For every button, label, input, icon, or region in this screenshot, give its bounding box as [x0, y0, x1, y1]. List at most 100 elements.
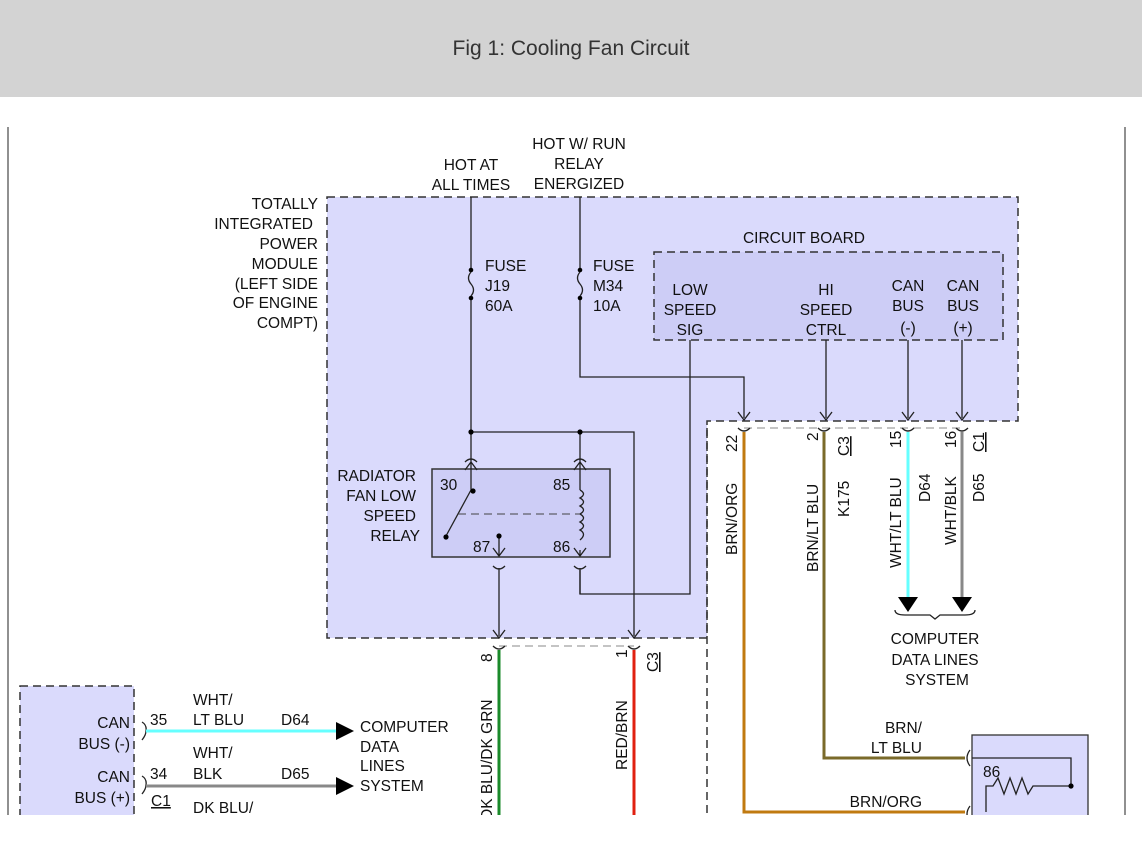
diagram-label: 60A	[485, 298, 513, 315]
circuit-board-labels: LOW SPEED SIG HI SPEED CTRL CAN BUS (-) CAN BUS…	[664, 278, 980, 339]
diagram-label: ALL TIMES	[432, 177, 510, 194]
connector-arrows	[492, 411, 969, 640]
left-module-labels: CAN BUS (-) CAN BUS (+) 35 34 C1 WHT/LT BLU…	[74, 692, 448, 817]
diagram-label: DK BLU/	[193, 800, 254, 817]
diagram-label: WHT/LT BLU	[888, 477, 905, 568]
diagram-label: D64	[281, 712, 310, 729]
diagram-label: DK BLU/DK GRN	[479, 699, 496, 820]
relay-internals	[443, 429, 635, 636]
diagram-label: D65	[971, 474, 988, 502]
diagram-label: WHT/	[193, 692, 233, 709]
diagram-label: CAN	[947, 278, 980, 295]
junction-dot	[1068, 783, 1074, 789]
diagram-label: 34	[150, 766, 168, 783]
diagram-label: BUS (-)	[78, 736, 130, 753]
diagram-label: CAN	[97, 715, 130, 732]
diagram-label: LT BLU	[193, 712, 244, 729]
diagram-label: LOW	[672, 282, 708, 299]
right-module-internals	[966, 749, 1072, 823]
wire-brn-org	[742, 432, 965, 814]
left-connector-shells	[141, 721, 147, 795]
diagram-label: DATA	[360, 739, 400, 756]
connector-dividers	[499, 427, 962, 647]
bottom-crop	[0, 815, 1142, 854]
diagram-label: DATA LINES	[891, 652, 978, 669]
diagram-label: C1	[151, 793, 171, 810]
diagram-label: 10A	[593, 298, 621, 315]
figure-header: Fig 1: Cooling Fan Circuit	[0, 0, 1142, 97]
diagram-label: (LEFT SIDE	[235, 276, 318, 293]
diagram-label: 86	[983, 764, 1000, 781]
diagram-label: 16	[943, 431, 960, 448]
board-wires	[579, 340, 963, 595]
fuse-m34: FUSE M34 10A	[576, 197, 745, 418]
diagram-label: SIG	[677, 322, 704, 339]
left-data-arrows	[336, 722, 354, 795]
diagram-label: FUSE	[593, 258, 634, 275]
diagram-label: SYSTEM	[905, 672, 969, 689]
diagram-label: 22	[724, 435, 741, 452]
diagram-label: C3	[836, 436, 853, 456]
diagram-label: (-)	[900, 320, 916, 337]
diagram-label: ENERGIZED	[534, 176, 624, 193]
diagram-label: COMPT)	[257, 315, 318, 332]
circuit-board-title: CIRCUIT BOARD	[743, 230, 865, 247]
relay-label: RADIATOR FAN LOW SPEED RELAY	[337, 468, 420, 545]
diagram-label: HI	[818, 282, 834, 299]
diagram-label: (+)	[953, 320, 972, 337]
diagram-label: BUS (+)	[74, 790, 130, 807]
diagram-label: RELAY	[554, 156, 604, 173]
diagram-label: BRN/	[885, 720, 923, 737]
left-module-box	[19, 685, 135, 827]
wire-brn-lt-blu	[822, 432, 965, 760]
diagram-label: BRN/LT BLU	[805, 484, 822, 572]
diagram-label: 15	[888, 431, 905, 448]
diagram-label: SPEED	[363, 508, 416, 525]
diagram-label: SPEED	[664, 302, 717, 319]
diagram-label: HOT W/ RUN	[532, 136, 626, 153]
figure-title: Fig 1: Cooling Fan Circuit	[452, 36, 690, 60]
diagram-label: C3	[645, 652, 662, 672]
diagram-label: POWER	[259, 236, 318, 253]
diagram-label: HOT AT	[444, 157, 499, 174]
diagram-label: CTRL	[806, 322, 847, 339]
right-module-labels: 86 BRN/LT BLU BRN/ORG	[850, 720, 1001, 811]
connector-shells	[492, 427, 969, 650]
diagram-label: C1	[971, 432, 988, 452]
diagram-label: SPEED	[800, 302, 853, 319]
diagram-label: LINES	[360, 758, 405, 775]
diagram-label: 30	[440, 477, 458, 494]
diagram-label: K175	[836, 481, 853, 517]
diagram-label: BUS	[947, 298, 979, 315]
diagram-label: WHT/	[193, 745, 233, 762]
diagram-label: TOTALLY	[252, 196, 318, 213]
diagram-label: 87	[473, 539, 490, 556]
diagram-label: LT BLU	[871, 740, 922, 757]
diagram-label: CAN	[892, 278, 925, 295]
diagram-label: BRN/ORG	[850, 794, 922, 811]
diagram-label: BRN/ORG	[724, 483, 741, 555]
diagram-label: OF ENGINE	[233, 295, 318, 312]
diagram-label: BUS	[892, 298, 924, 315]
diagram-label: WHT/BLK	[943, 475, 960, 545]
diagram-label: 2	[805, 432, 822, 441]
diagram-label: D65	[281, 766, 309, 783]
data-lines-brace	[894, 609, 976, 620]
diagram-label: CAN	[97, 769, 130, 786]
diagram-label: 86	[553, 539, 570, 556]
diagram-label: M34	[593, 278, 624, 295]
diagram-label: FAN LOW	[346, 488, 416, 505]
diagram-label: BLK	[193, 766, 223, 783]
diagram-label: INTEGRATED	[214, 216, 313, 233]
wire-labels-vertical: 22 BRN/ORG 2 BRN/LT BLU C3 K175 15 WHT/L…	[479, 431, 988, 820]
diagram-label: RELAY	[370, 528, 420, 545]
diagram-label: SYSTEM	[360, 778, 424, 795]
diagram-label: RADIATOR	[337, 468, 416, 485]
diagram-label: 35	[150, 712, 167, 729]
data-line-arrows	[898, 597, 972, 612]
diagram-label: COMPUTER	[360, 719, 449, 736]
